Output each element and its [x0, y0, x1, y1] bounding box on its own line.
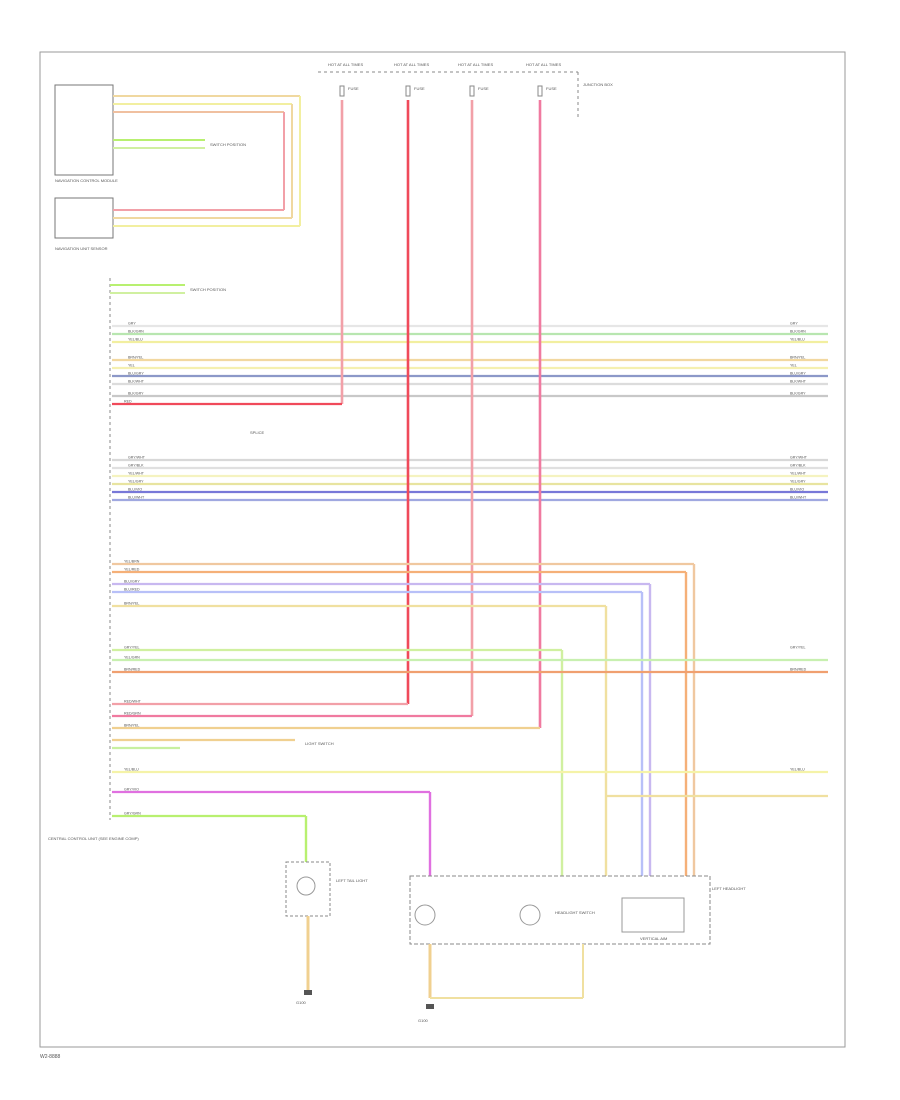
headlight-low-beam-icon — [519, 904, 541, 926]
headlight-label: LEFT HEADLIGHT — [712, 886, 746, 891]
wire-right-label: YEL/WHT — [790, 472, 807, 476]
wire-right-label: BLK/GRN — [790, 330, 806, 334]
wire-right-label: BLK/GRY — [790, 392, 806, 396]
fuse-icon — [469, 85, 475, 97]
wire-label: BRN/YEL — [128, 356, 143, 360]
headlight-box — [409, 875, 711, 945]
lower-wire-right-label: GRY/YEL — [790, 646, 806, 650]
fuse-hot-label: HOT AT ALL TIMES — [394, 62, 429, 67]
lower-wire-group: YEL/BRN YEL/RED BLU/GRY BLU/RED BRN/YEL GRY/Y… — [112, 560, 828, 876]
wire-label: BLK/WHT — [128, 380, 145, 384]
wire-right-label: BLU/WHT — [790, 496, 807, 500]
splice-note: SPLICE — [250, 430, 265, 435]
lower-wire-label: BRN/RED — [124, 668, 141, 672]
fuse-icon — [339, 85, 345, 97]
bottom-wire-right-label: YEL/BLU — [790, 768, 805, 772]
ground-icon-left — [304, 990, 312, 995]
fuse-hot-label: HOT AT ALL TIMES — [328, 62, 363, 67]
wire-right-label: GRY/BLK — [790, 464, 806, 468]
wire-label: BLU/WHT — [128, 496, 145, 500]
wire-label: GRY/WHT — [128, 456, 146, 460]
tail-light-label: LEFT TAIL LIGHT — [336, 878, 368, 883]
navigation-sensor-box — [54, 197, 114, 239]
long-wire-group: GRY GRY BLK/GRN BLK/GRN YEL/BLU YEL/BLU BRN/YE… — [112, 322, 828, 502]
lower-wire-right-label: BRN/RED — [790, 668, 807, 672]
wire-right-label: BLK/WHT — [790, 380, 807, 384]
wire-label: GRY/BLK — [128, 464, 144, 468]
wire-right-label: YEL/BLU — [790, 338, 805, 342]
wire-label: YEL/WHT — [128, 472, 145, 476]
wire-label: YEL/GRY — [128, 480, 144, 484]
lower-wire-label: GRY/YEL — [124, 646, 140, 650]
fuse-label: FUSE — [414, 86, 425, 91]
power-wire-label: RED — [124, 400, 132, 404]
fuse-label: FUSE — [478, 86, 489, 91]
lower-wire-label: YEL/GRN — [124, 656, 140, 660]
fuse-group: HOT AT ALL TIMES FUSE HOT AT ALL TIMES FUSE… — [328, 62, 561, 97]
wire-right-label: BLU/VIO — [790, 488, 804, 492]
wire-right-label: YEL — [790, 364, 797, 368]
wire-right-label: GRY/WHT — [790, 456, 808, 460]
wire-label: BLK/GRN — [128, 330, 144, 334]
headlight-sub-label: HEADLIGHT SWITCH — [555, 910, 595, 915]
ground-label-right: G100 — [418, 1018, 429, 1023]
power-wire-label: RED/WHT — [124, 700, 142, 704]
wire-right-label: GRY — [790, 322, 798, 326]
lower-wire-label: BLU/GRY — [124, 580, 140, 584]
lower-wire-label: YEL/BRN — [124, 560, 140, 564]
lower-wire-label: BLU/RED — [124, 588, 140, 592]
wire-label: YEL/BLU — [128, 338, 143, 342]
bottom-wire-label: GRY/GRN — [124, 812, 141, 816]
lower-wire-label: BRN/YEL — [124, 602, 139, 606]
wire-label: BLU/GRY — [128, 372, 144, 376]
central-control-label: CENTRAL CONTROL UNIT (SEE ENGINE COMP) — [48, 836, 139, 841]
wire-right-label: BRN/YEL — [790, 356, 805, 360]
navigation-wires — [110, 95, 301, 294]
navigation-module-label: NAVIGATION CONTROL MODULE — [55, 178, 118, 183]
figure-id: W2-8888 — [40, 1054, 61, 1060]
ground-icon-right — [426, 1004, 434, 1009]
aim-label: VERTICAL AIM — [640, 936, 667, 941]
fuse-label: FUSE — [348, 86, 359, 91]
wire-right-label: BLU/GRY — [790, 372, 806, 376]
fuse-icon — [405, 85, 411, 97]
headlight-bulb-icon — [414, 904, 436, 926]
diagram-frame — [39, 51, 846, 1048]
bottom-wire-group: YEL/BLU YEL/BLU GRY/VIO GRY/GRN — [112, 738, 828, 876]
bottom-wire-label: YEL/BLU — [124, 768, 139, 772]
bottom-wire-label: GRY/VIO — [124, 788, 139, 792]
fuse-label: FUSE — [546, 86, 557, 91]
switch-note-b: SWITCH POSITION — [190, 287, 226, 292]
fuse-hot-label: HOT AT ALL TIMES — [526, 62, 561, 67]
switch-note-a: SWITCH POSITION — [210, 142, 246, 147]
ground-label-left: G100 — [296, 1000, 307, 1005]
fuse-hot-label: HOT AT ALL TIMES — [458, 62, 493, 67]
navigation-module-box — [54, 84, 114, 176]
power-wire-label: RED/GRN — [124, 712, 141, 716]
wire-label: GRY — [128, 322, 136, 326]
light-switch-note: LIGHT SWITCH — [305, 741, 334, 746]
wire-label: YEL — [128, 364, 135, 368]
navigation-sensor-label: NAVIGATION UNIT SENSOR — [55, 246, 108, 251]
tail-light-box — [285, 861, 331, 917]
headlight-aim-motor-icon — [621, 897, 685, 933]
fuse-icon — [537, 85, 543, 97]
tail-light-bulb-icon — [296, 876, 316, 896]
wire-label: BLK/GRY — [128, 392, 144, 396]
fuse-box-label: JUNCTION BOX — [583, 82, 613, 87]
wire-right-label: YEL/GRY — [790, 480, 806, 484]
power-wire-label: BRN/YEL — [124, 724, 139, 728]
wire-label: BLU/VIO — [128, 488, 142, 492]
lower-wire-label: YEL/RED — [124, 568, 140, 572]
power-wire-group: RED RED/WHT RED/GRN BRN/YEL — [112, 100, 542, 730]
